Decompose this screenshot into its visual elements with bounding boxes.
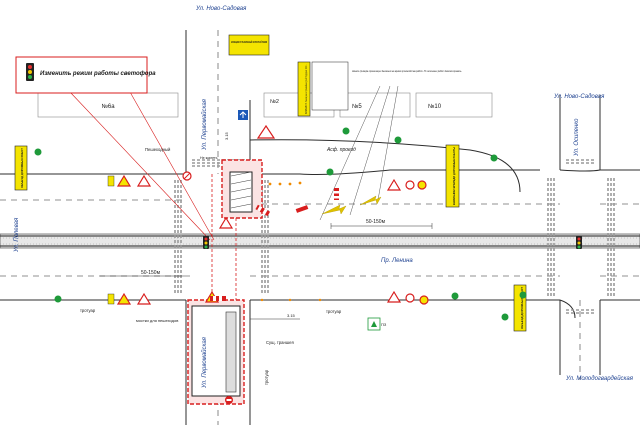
work-zone-upper bbox=[221, 159, 263, 219]
pz-sign bbox=[367, 317, 381, 331]
barrier-2 bbox=[295, 205, 309, 213]
speed-sign-2 bbox=[417, 180, 427, 190]
street-pervomayskaya-top: Ул. Первомайская bbox=[201, 98, 208, 151]
speed-sign-1 bbox=[405, 180, 415, 190]
speed-sign-3 bbox=[405, 293, 415, 303]
barrier-3 bbox=[334, 188, 339, 200]
building-10 bbox=[415, 92, 493, 118]
right-panel-top bbox=[445, 144, 460, 208]
label-width-h: 3.15 bbox=[287, 313, 296, 318]
note-text: Начало примера организации движения на в… bbox=[352, 69, 462, 73]
works-notice-panel bbox=[297, 61, 349, 117]
street-polevaya: Ул. Полевая bbox=[14, 217, 20, 253]
building-label-5: №5 bbox=[352, 103, 362, 110]
legend-text: Изменить режим работы светофора bbox=[40, 70, 156, 77]
right-panel-bottom-text: ОБЪЕЗД ДОРОЖНЫХ РАБОТ bbox=[520, 287, 524, 329]
direction-sign-top bbox=[238, 110, 248, 120]
warning-sign-9 bbox=[256, 124, 276, 139]
street-novo-sadovaya-right: Ул. Ново-Садовая bbox=[553, 94, 605, 100]
legend-pointers bbox=[69, 91, 215, 241]
warning-sign-7 bbox=[218, 216, 234, 229]
label-pz: ПЗ bbox=[381, 322, 387, 327]
warning-sign-2 bbox=[116, 174, 132, 187]
label-bridges: мостки для пешеходов bbox=[136, 318, 178, 323]
detour-sign bbox=[107, 175, 115, 305]
cones-1 bbox=[260, 181, 322, 302]
label-distance-upper: 50-150м bbox=[366, 219, 386, 225]
label-sidewalk-bottom: тротуар bbox=[264, 369, 269, 385]
warning-sign-6 bbox=[386, 290, 402, 303]
left-panel bbox=[14, 145, 28, 191]
label-asphalt-drive: Асф. проезд bbox=[326, 147, 356, 153]
traffic-light-right bbox=[576, 236, 582, 249]
traffic-light-left bbox=[203, 236, 209, 249]
label-trench: Сущ. траншея bbox=[266, 340, 294, 345]
speed-limit-text: КАМЕНЩИКИ УСТАНОВЛЕННЫЙ СКОРОСТНОЙ РЕЖИМ bbox=[231, 40, 267, 44]
right-panel-top-text: ВНИМАНИЕ! ВПЕРЕДИ ДОРОЖНЫЕ РАБОТЫ bbox=[452, 147, 456, 205]
warning-sign-3 bbox=[116, 292, 132, 305]
street-molodogvardeyskaya: Ул. Молодогвардейская bbox=[565, 375, 634, 382]
note-pointers bbox=[319, 85, 399, 221]
works-notice-text: ВНИМАНИЕ! Ул. Ленина ремонт трамвайных п… bbox=[304, 64, 308, 114]
label-crossing: Пешеходный bbox=[145, 147, 171, 152]
no-entry-sign bbox=[225, 396, 233, 404]
building-6a bbox=[37, 92, 179, 118]
barrier-4 bbox=[210, 296, 226, 301]
building-label-2: №2 bbox=[270, 99, 279, 105]
speed-sign-4 bbox=[419, 295, 429, 305]
label-distance-lower: 50-150м bbox=[141, 270, 161, 276]
legend-box bbox=[15, 56, 148, 94]
warning-sign-4 bbox=[136, 292, 152, 305]
label-no-parking: Не жалеть bbox=[200, 156, 218, 160]
left-panel-text: ОБЪЕЗД ДОРОЖНЫХ РАБОТ bbox=[20, 148, 24, 188]
prohibit-sign bbox=[182, 171, 192, 181]
street-pervomayskaya-bottom: Ул. Первомайская bbox=[201, 336, 208, 389]
building-label-10: №10 bbox=[428, 103, 442, 110]
label-sidewalk-mid: тротуар bbox=[326, 309, 342, 314]
warning-sign-1 bbox=[136, 174, 152, 187]
barrier-1 bbox=[255, 204, 271, 217]
street-novo-sadovaya-top: Ул. Ново-Садовая bbox=[195, 6, 247, 12]
label-sidewalk-left: тротуар bbox=[80, 308, 96, 313]
building-label-6a: №6а bbox=[101, 103, 115, 110]
dimension-lines bbox=[100, 223, 433, 320]
road-edges bbox=[0, 30, 640, 425]
speed-limit-panel bbox=[228, 34, 270, 56]
warning-sign-5 bbox=[386, 178, 402, 191]
street-lenina: Пр. Ленина bbox=[381, 258, 413, 264]
trees bbox=[34, 127, 527, 321]
label-width-v: 3.15 bbox=[224, 131, 229, 140]
street-ossipenko: Ул. Осипенко bbox=[574, 118, 580, 157]
tram-tracks bbox=[0, 233, 640, 249]
work-zone-lower bbox=[187, 299, 245, 405]
diversion-arrows bbox=[321, 195, 382, 215]
